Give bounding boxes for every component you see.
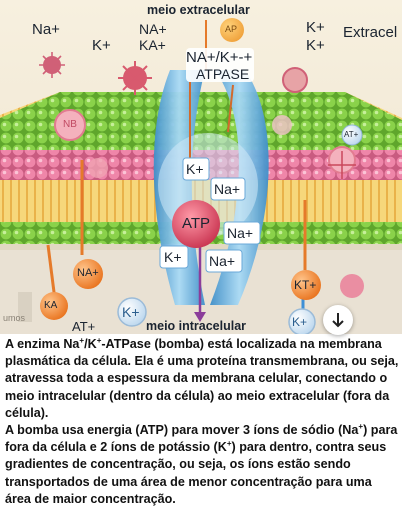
k-ion-label: K+ (92, 37, 111, 54)
k-ion-label: K+ (306, 37, 325, 54)
k-ion-label: K+ (292, 315, 308, 329)
caption-paragraph-2: A bomba usa energia (ATP) para mover 3 í… (5, 422, 399, 508)
atp-label: ATP (182, 215, 211, 232)
na-ion-label: Na+ (209, 253, 236, 269)
na-ion-label: Na+ (227, 225, 254, 241)
extracellular-label: meio extracelular (147, 3, 250, 17)
vesicle-label: NB (63, 119, 77, 130)
k-ion-label: K+ (186, 161, 204, 177)
arrow-down-icon (332, 313, 344, 328)
superscript: + (79, 336, 85, 345)
extracel-label: Extracel (343, 24, 398, 41)
at-ion-label: AT+ (72, 319, 96, 334)
superscript: + (358, 422, 364, 432)
k-ion-label: K+ (306, 19, 325, 36)
k-ion-label: KT+ (294, 278, 317, 292)
superscript: + (226, 439, 232, 449)
caption-text: -ATPase (bomba) está localizada na membr… (5, 337, 399, 420)
caption-text: ) para fora da célula e 2 íons de potáss… (5, 423, 398, 455)
download-button[interactable] (323, 305, 353, 335)
caption-text: A bomba usa energia (ATP) para mover 3 í… (5, 423, 359, 438)
na-ion-label: NA+ (77, 267, 99, 279)
caption-text: A enzima Na (5, 337, 80, 351)
caption-text: /K (84, 337, 97, 351)
caption-text: ) para dentro, contra seus gradientes de… (5, 440, 387, 506)
caption-paragraph-1: A enzima Na+/K+-ATPase (bomba) está loca… (5, 336, 399, 422)
pump-name-line1: NA+/K+-+ (186, 49, 253, 66)
intracellular-label: meio intracelular (146, 319, 247, 333)
pump-name-line2: ATPASE (196, 66, 250, 82)
faded-label: umos (3, 313, 26, 323)
ap-label: AP (225, 24, 238, 34)
na-ion-label: Na+ (214, 181, 241, 197)
figure-caption: A enzima Na+/K+-ATPase (bomba) está loca… (5, 336, 399, 508)
k-ion-label: K+ (122, 304, 140, 320)
membrane-illustration: meio extracelular Na+ NA+ KA+ K+ AP NA+/… (0, 0, 402, 334)
virus-particles (39, 52, 356, 179)
at-ion-label: AT+ (344, 130, 359, 139)
na-ion-label: Na+ (32, 21, 60, 38)
k-ion-label: K+ (164, 249, 182, 265)
na-ion-label: NA+ (139, 21, 167, 37)
ka-ion-label: KA+ (139, 37, 166, 53)
ka-ion-label: KA (44, 300, 58, 311)
superscript: + (96, 336, 102, 345)
